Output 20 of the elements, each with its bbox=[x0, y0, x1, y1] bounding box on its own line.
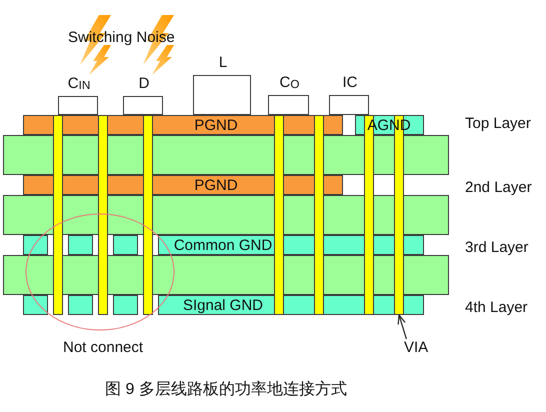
layer-label: 3rd Layer bbox=[465, 239, 528, 257]
component-label: IC bbox=[342, 74, 358, 92]
plane-label: Common GND bbox=[174, 237, 272, 255]
plane-label: SIgnal GND bbox=[182, 297, 264, 315]
via bbox=[274, 115, 284, 315]
plane-label: PGND bbox=[194, 177, 238, 195]
component-label: L bbox=[218, 54, 228, 72]
via-label: VIA bbox=[404, 339, 428, 357]
figure-caption: 图 9 多层线路板的功率地连接方式 bbox=[105, 380, 347, 400]
leader-arrow bbox=[398, 314, 407, 340]
layer-label: Top Layer bbox=[465, 115, 531, 133]
via bbox=[314, 115, 324, 315]
component-label: D bbox=[138, 75, 150, 93]
via bbox=[143, 115, 153, 315]
layer-label: 2nd Layer bbox=[465, 179, 532, 197]
layer-label: 4th Layer bbox=[465, 299, 528, 317]
annotation-text: Not connect bbox=[63, 339, 144, 357]
via bbox=[53, 115, 63, 315]
plane-label: PGND bbox=[194, 117, 238, 135]
via bbox=[98, 115, 108, 315]
